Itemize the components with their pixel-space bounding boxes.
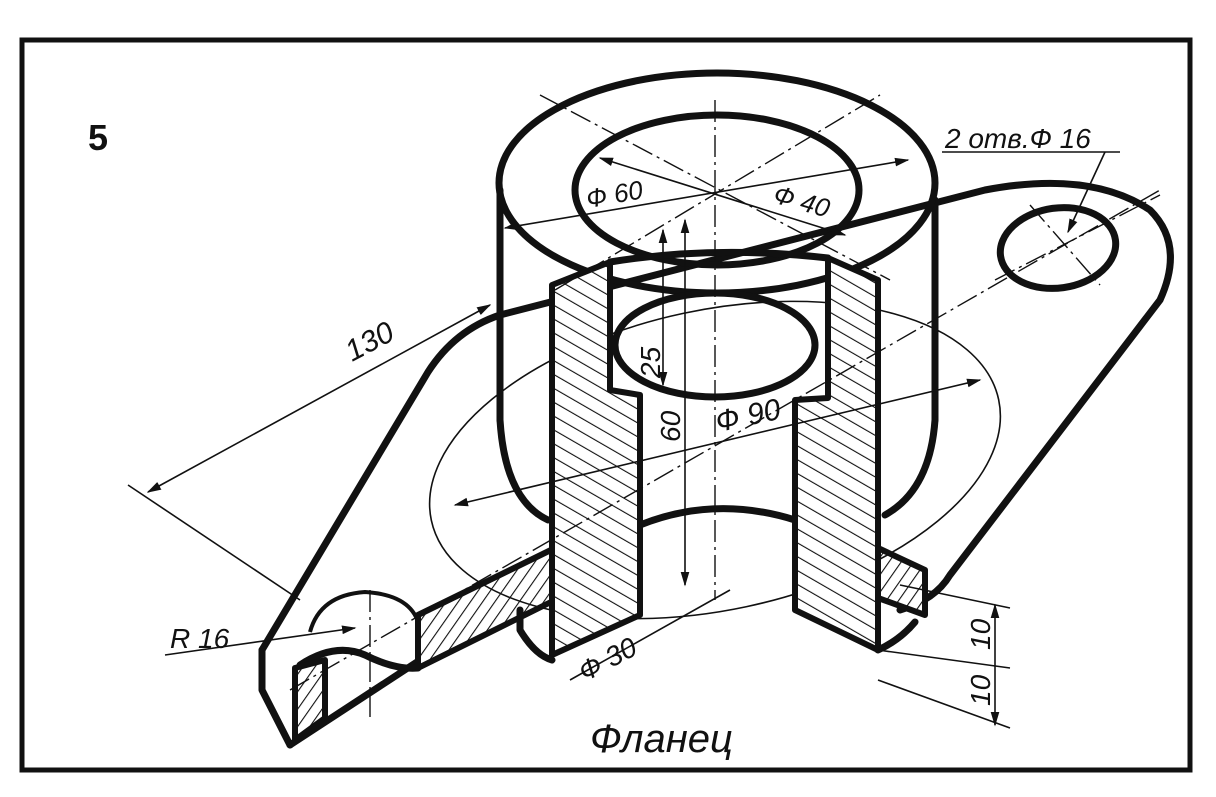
right-lug-hole: [996, 204, 1120, 292]
label-25: 25: [635, 346, 666, 379]
axis-diag-1: [539, 94, 891, 281]
left-lug-section: [292, 657, 328, 743]
dim-d30-line: [569, 589, 731, 681]
axis-plate-4: [1029, 204, 1101, 286]
label-10-lower: 10: [965, 674, 996, 706]
sheet-number: 5: [88, 117, 108, 158]
dim-130-ext-left: [127, 484, 301, 601]
lower-rim-right: [874, 618, 919, 654]
holes-leader-arrow: [1067, 151, 1106, 234]
bore-lower: [636, 505, 799, 529]
lower-cylinder: [516, 606, 556, 664]
label-60: 60: [655, 410, 686, 442]
dim-10-ext-1: [899, 584, 1011, 609]
dim-10-ext-3: [877, 679, 1011, 729]
dim-d40-line: [598, 157, 847, 236]
label-r16: R 16: [170, 623, 230, 654]
dim-d90-line: [453, 378, 982, 507]
axis-plate-3: [994, 194, 1161, 281]
plate-left-edge: [258, 646, 294, 749]
drawing-title: Фланец: [590, 717, 733, 761]
left-lug-slot: [296, 646, 422, 672]
left-lug-hole: [308, 589, 422, 633]
dim-130-line: [146, 304, 492, 493]
label-10-upper: 10: [965, 618, 996, 650]
holes-note: 2 отв.Ф 16: [944, 123, 1091, 154]
dim-r16-leader: [164, 625, 357, 656]
dim-10-ext-2: [877, 649, 1011, 669]
inner-step-upper: [606, 248, 832, 266]
